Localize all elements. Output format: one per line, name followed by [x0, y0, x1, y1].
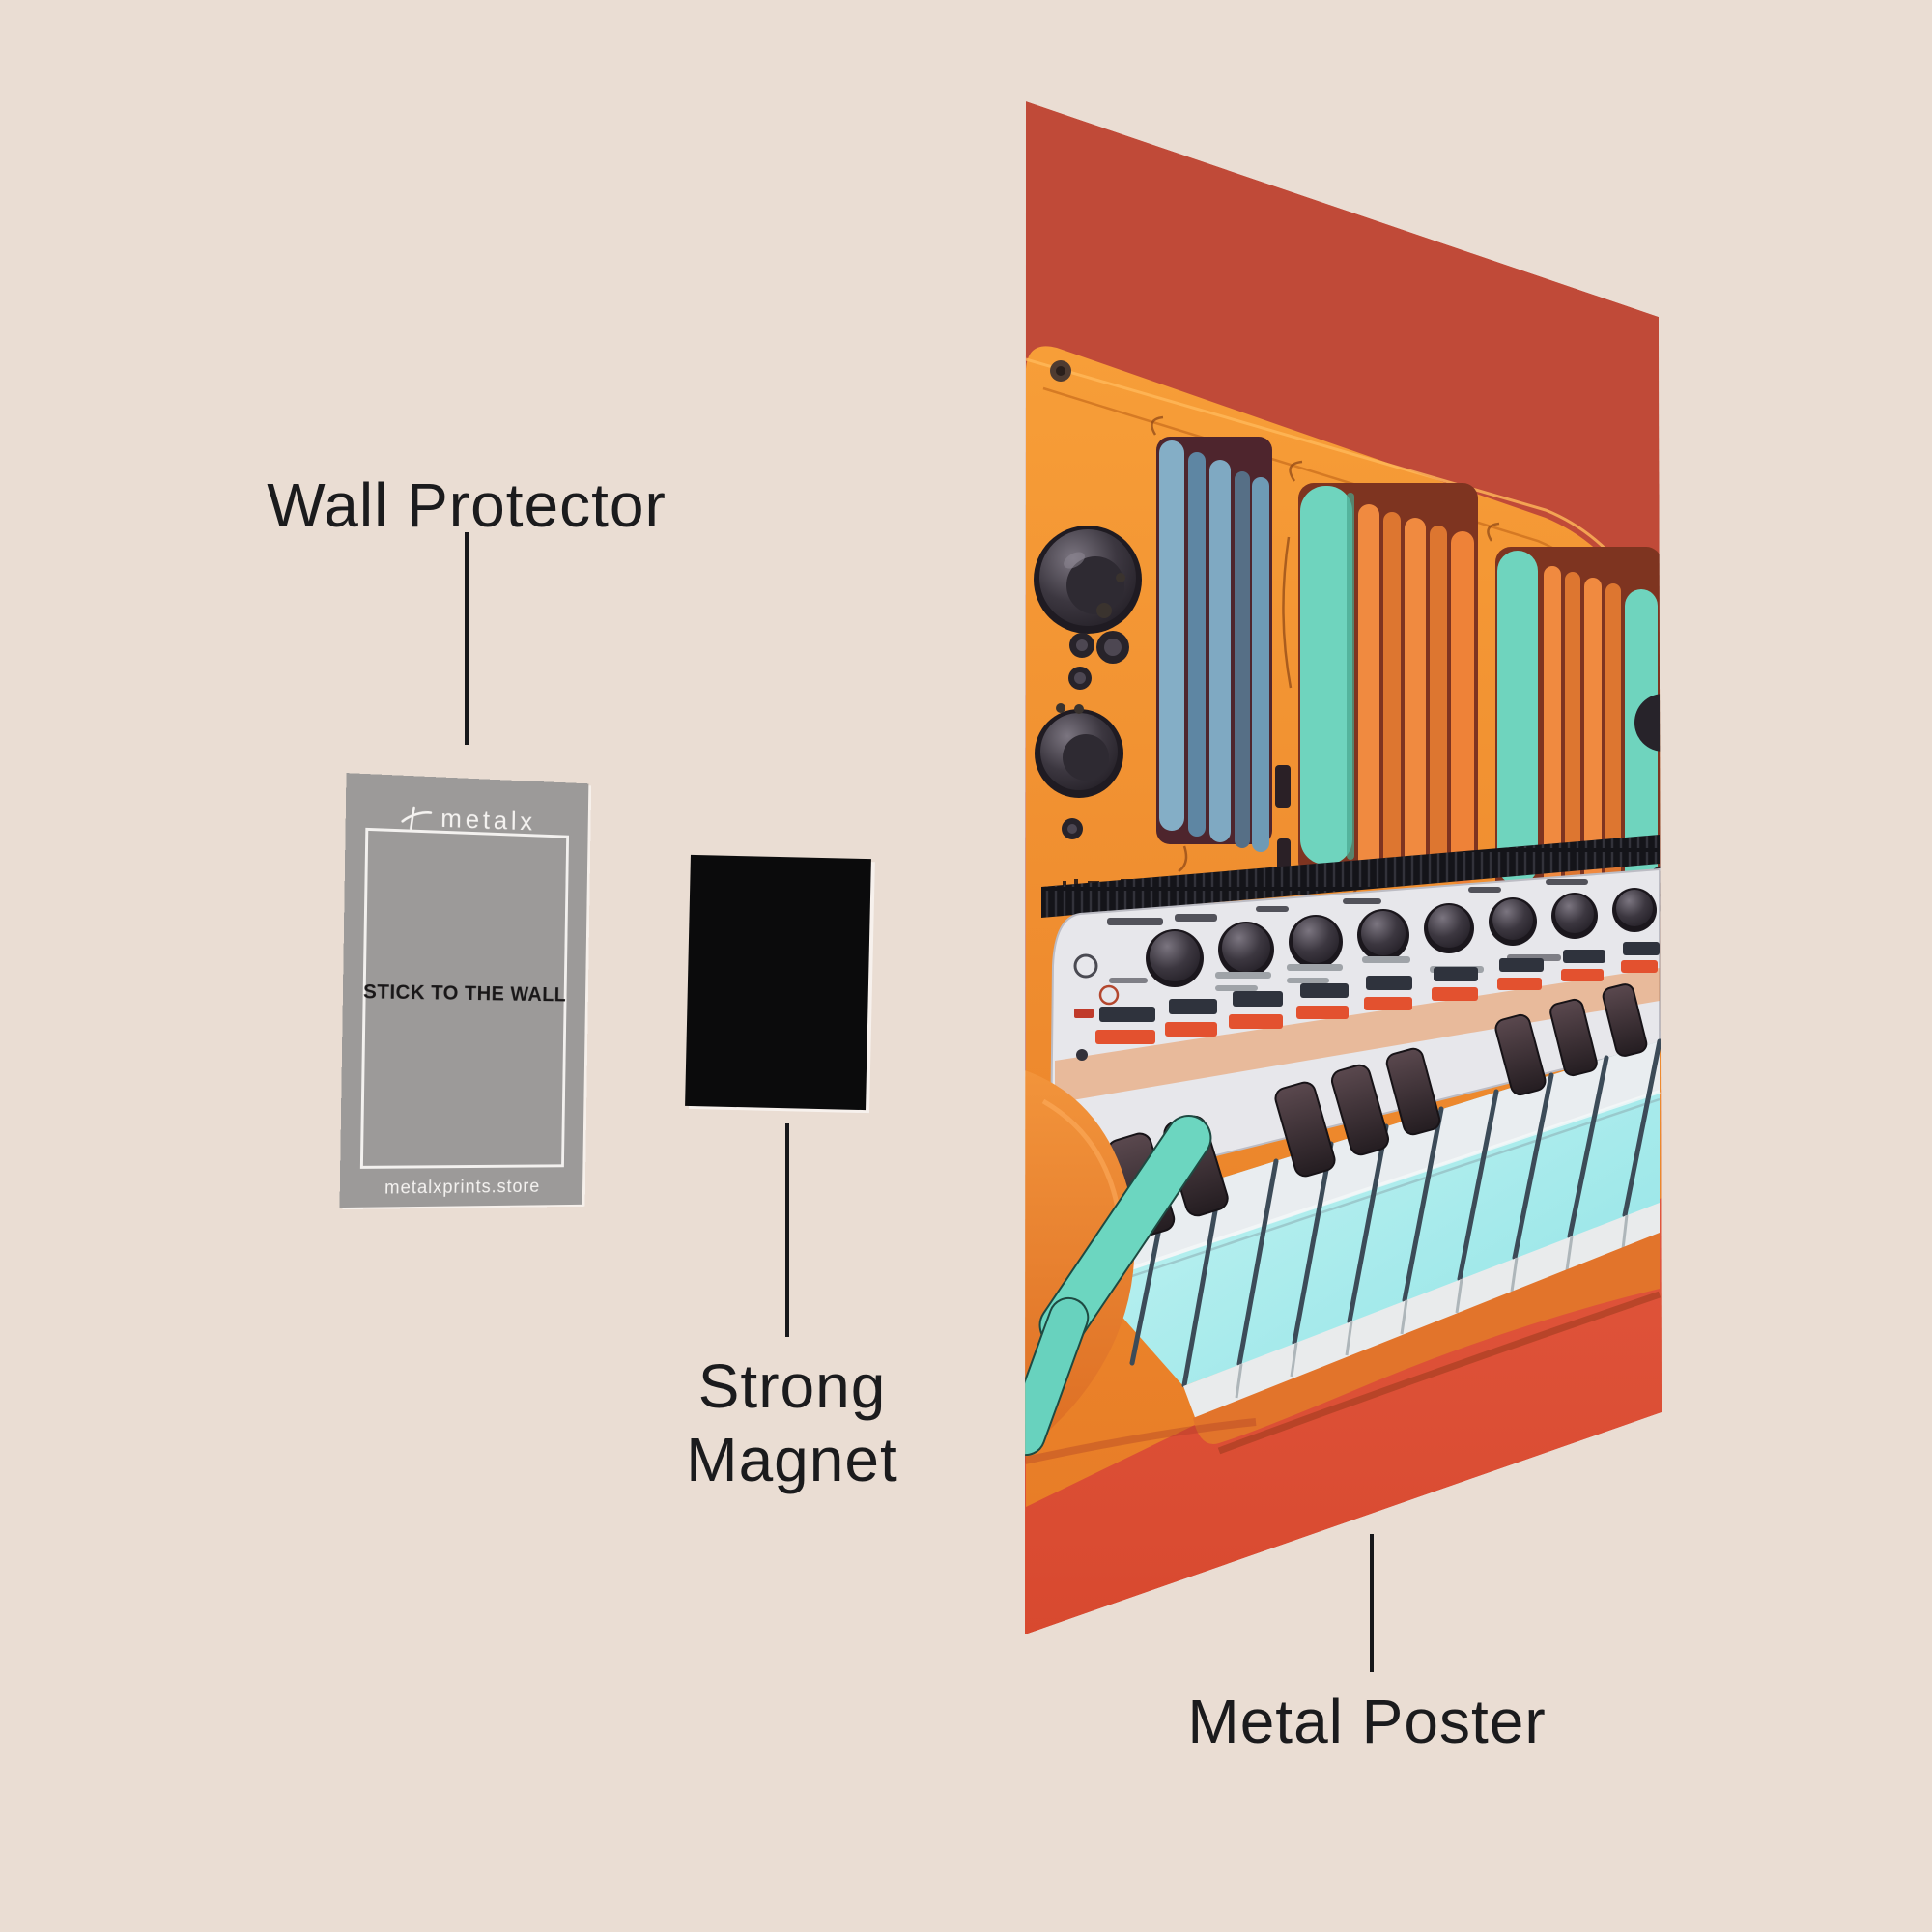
metal-poster-leader-line — [1370, 1534, 1374, 1672]
body-teal-trim — [1025, 1296, 1090, 1457]
strong-magnet-label-line1: Strong — [697, 1351, 887, 1421]
fin-group-center — [1298, 483, 1478, 885]
wall-protector-leader-line — [465, 532, 469, 745]
strong-magnet-leader-line — [785, 1123, 789, 1337]
synth-body — [1025, 1070, 1662, 1464]
metal-poster-label: Metal Poster — [1187, 1687, 1547, 1756]
control-strip — [1049, 867, 1661, 1188]
wall-protector-label: Wall Protector — [267, 470, 667, 540]
panel-knobs — [1034, 526, 1662, 912]
fin-group-right — [1495, 547, 1662, 906]
strong-magnet-label: Strong Magnet — [502, 1350, 1082, 1496]
strong-magnet-label-line2: Magnet — [686, 1424, 898, 1494]
fin-group-blue — [1156, 437, 1272, 852]
ruler-band — [1041, 835, 1660, 918]
